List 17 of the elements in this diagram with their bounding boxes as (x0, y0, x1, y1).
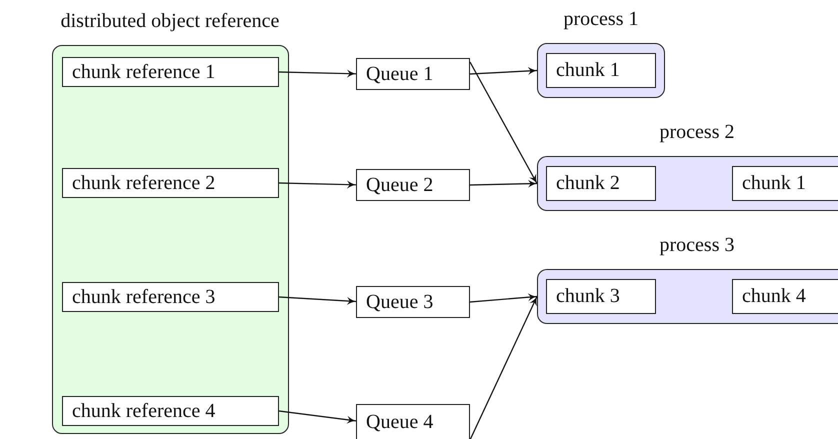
group-heading: process 2 (658, 121, 736, 144)
group-heading: distributed object reference (60, 10, 280, 33)
text-box: Queue 4 (356, 404, 470, 439)
text-box: chunk 2 (546, 166, 656, 201)
text-box: chunk 1 (732, 166, 838, 201)
group-heading: process 3 (658, 234, 736, 257)
text-box: Queue 2 (356, 169, 470, 201)
text-box: chunk 1 (546, 53, 656, 88)
text-box: Queue 1 (356, 58, 470, 90)
text-box: chunk reference 2 (62, 168, 279, 198)
text-box: chunk 4 (732, 279, 838, 314)
text-box: chunk reference 1 (62, 57, 279, 87)
text-box: chunk 3 (546, 279, 656, 314)
text-box: chunk reference 3 (62, 282, 279, 312)
text-box: Queue 3 (356, 286, 470, 318)
text-box: chunk reference 4 (62, 396, 279, 426)
group-heading: process 1 (562, 8, 640, 31)
